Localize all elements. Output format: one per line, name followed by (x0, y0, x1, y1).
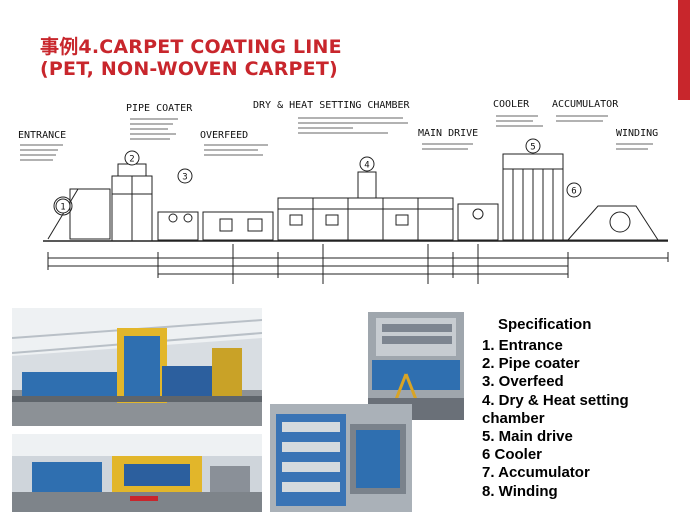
specification-panel: Specification 1. Entrance 2. Pipe coater… (482, 316, 682, 501)
spec-item-cooler: 6 Cooler (482, 446, 543, 464)
specification-list: 1. Entrance 2. Pipe coater 3. Overfeed 4… (482, 337, 682, 501)
specification-heading: Specification (498, 316, 592, 333)
marker-2: 2 (129, 155, 134, 165)
label-accumulator: ACCUMULATOR (552, 99, 619, 110)
spec-item-overfeed: 3. Overfeed (482, 373, 564, 391)
title-line-2: (PET, NON-WOVEN CARPET) (40, 58, 338, 80)
item-markers: 1 2 3 4 5 6 (55, 138, 582, 214)
spec-item-winding: 8. Winding (482, 482, 558, 500)
spec-item-dry-heat-chamber: 4. Dry & Heat setting chamber (482, 391, 629, 427)
marker-1: 1 (60, 203, 65, 213)
marker-3: 3 (182, 173, 187, 183)
marker-6: 6 (571, 187, 576, 197)
photo-coating-line-overview (12, 308, 262, 426)
photo-roller-detail (270, 404, 412, 512)
marker-4: 4 (364, 161, 369, 171)
label-dry-heat-chamber: DRY & HEAT SETTING CHAMBER (253, 100, 411, 111)
fine-print-notes (20, 115, 653, 161)
accent-bar (678, 0, 690, 100)
spec-item-main-drive: 5. Main drive (482, 428, 573, 446)
spec-item-pipe-coater: 2. Pipe coater (482, 355, 580, 373)
label-main-drive: MAIN DRIVE (418, 128, 478, 139)
label-winding: WINDING (616, 128, 658, 139)
spec-item-accumulator: 7. Accumulator (482, 464, 590, 482)
photo-cylinder-closeup (368, 312, 464, 420)
machinery-outline (43, 153, 669, 284)
label-entrance: ENTRANCE (18, 130, 66, 141)
spec-item-entrance: 1. Entrance (482, 337, 563, 354)
label-cooler: COOLER (493, 99, 530, 110)
title-line-1: 事例4.CARPET COATING LINE (40, 36, 342, 58)
label-pipe-coater: PIPE COATER (126, 103, 193, 114)
label-overfeed: OVERFEED (200, 130, 248, 141)
slide-title: 事例4.CARPET COATING LINE (PET, NON-WOVEN … (40, 36, 342, 80)
photo-line-end (12, 434, 262, 512)
marker-5: 5 (530, 143, 535, 153)
line-layout-drawing: PIPE COATER DRY & HEAT SETTING CHAMBER C… (8, 94, 670, 304)
